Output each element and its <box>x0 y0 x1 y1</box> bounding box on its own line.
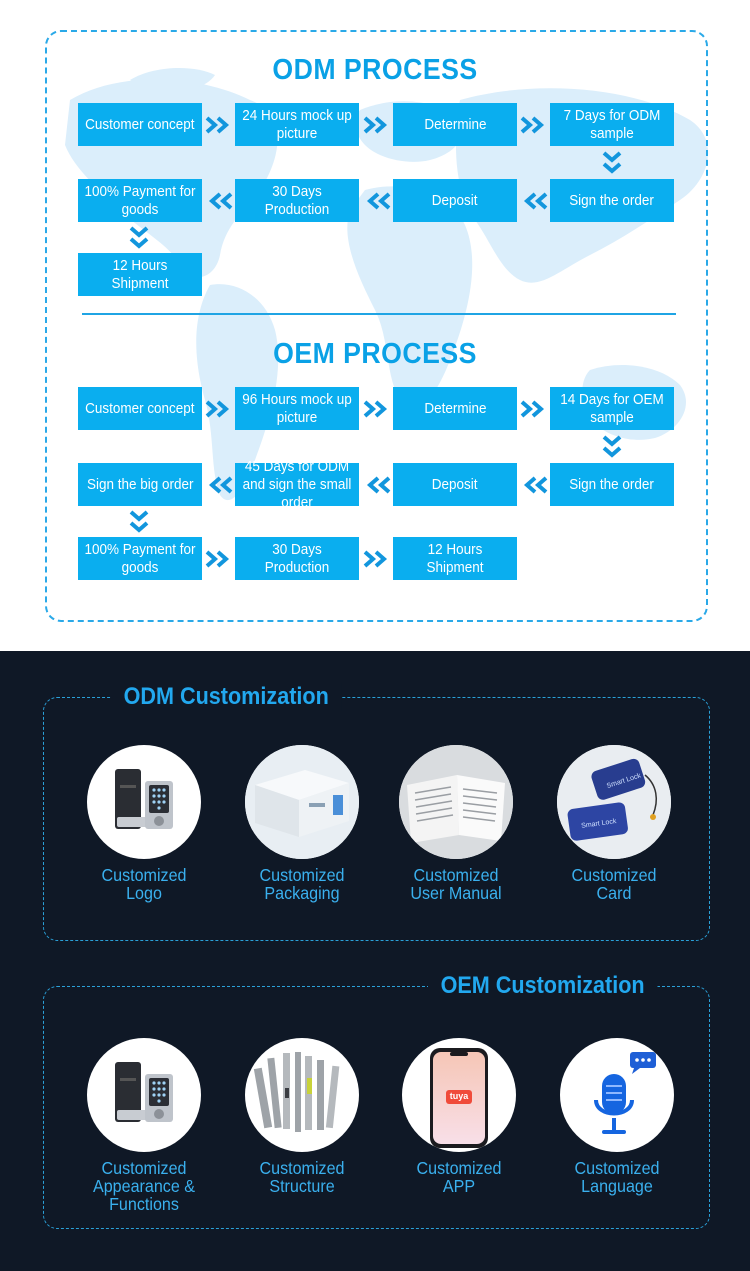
rfid-card-icon: Smart Lock Smart Lock <box>557 745 671 859</box>
oem-step-sign-order: Sign the order <box>550 463 674 506</box>
odm-step-sample: 7 Days for ODM sample <box>550 103 674 146</box>
oem-step-small-order: 45 Days for ODM and sign the small order <box>235 459 359 511</box>
chevron-right-icon <box>519 115 549 135</box>
item-label-line2: Language <box>581 1176 653 1196</box>
customization-section: ODM Customization Customized Logo <box>0 651 750 1271</box>
oem-customization-box <box>43 986 710 1229</box>
odm-item-logo: Customized Logo <box>59 745 229 902</box>
process-section: ODM PROCESS Customer concept 24 Hours mo… <box>45 30 709 622</box>
smart-lock-icon <box>87 745 201 859</box>
oem-step-production: 30 Days Production <box>235 537 359 580</box>
odm-step-deposit: Deposit <box>393 179 517 222</box>
item-label-line1: Customized <box>101 1158 187 1178</box>
packaging-box-icon <box>245 745 359 859</box>
odm-step-shipment: 12 Hours Shipment <box>78 253 202 296</box>
item-label-line2: User Manual <box>410 883 502 903</box>
item-label-line1: Customized <box>259 1158 345 1178</box>
oem-item-language: Customized Language <box>532 1038 702 1195</box>
item-label-line1: Customized <box>413 865 499 885</box>
chevron-left-icon <box>362 475 392 495</box>
chevron-right-icon <box>362 549 392 569</box>
process-frame <box>45 30 708 622</box>
item-label-line2: APP <box>442 1176 476 1196</box>
item-label-line1: Customized <box>574 1158 660 1178</box>
tuya-phone-icon: tuya <box>402 1038 516 1152</box>
oem-customization-title: OEM Customization <box>428 972 658 1000</box>
item-label-line2: Structure <box>269 1176 335 1196</box>
oem-step-mock-up: 96 Hours mock up picture <box>235 387 359 430</box>
odm-step-payment: 100% Payment for goods <box>78 179 202 222</box>
oem-step-shipment: 12 Hours Shipment <box>393 537 517 580</box>
odm-item-card: Smart Lock Smart Lock Customized Card <box>529 745 699 902</box>
smart-lock-icon <box>87 1038 201 1152</box>
oem-step-determine: Determine <box>393 387 517 430</box>
chevron-right-icon <box>204 549 234 569</box>
chevron-down-icon <box>127 225 151 251</box>
chevron-left-icon <box>204 191 234 211</box>
chevron-left-icon <box>519 191 549 211</box>
odm-step-determine: Determine <box>393 103 517 146</box>
oem-step-big-order: Sign the big order <box>78 463 202 506</box>
item-label-line1: Customized <box>101 865 187 885</box>
oem-item-structure: Customized Structure <box>217 1038 387 1195</box>
item-label-line2: Card <box>596 883 632 903</box>
chevron-down-icon <box>127 509 151 535</box>
odm-step-customer-concept: Customer concept <box>78 103 202 146</box>
oem-step-payment: 100% Payment for goods <box>78 537 202 580</box>
odm-process-title: ODM PROCESS <box>272 54 478 86</box>
chevron-left-icon <box>204 475 234 495</box>
section-divider <box>82 313 676 315</box>
user-manual-icon <box>399 745 513 859</box>
odm-step-production: 30 Days Production <box>235 179 359 222</box>
chevron-right-icon <box>362 115 392 135</box>
chevron-right-icon <box>362 399 392 419</box>
chevron-right-icon <box>204 399 234 419</box>
svg-text:Smart Lock: Smart Lock <box>581 818 618 830</box>
item-label-line2: Appearance & Functions <box>92 1176 196 1214</box>
odm-step-mock-up: 24 Hours mock up picture <box>235 103 359 146</box>
item-label-line1: Customized <box>416 1158 502 1178</box>
item-label-line1: Customized <box>259 865 345 885</box>
chevron-left-icon <box>519 475 549 495</box>
chevron-right-icon <box>204 115 234 135</box>
app-logo-text: tuya <box>449 1091 469 1101</box>
odm-customization-box <box>43 697 710 941</box>
lock-parts-icon <box>245 1038 359 1152</box>
item-label-line2: Logo <box>126 883 162 903</box>
oem-item-appearance: Customized Appearance & Functions <box>59 1038 229 1213</box>
oem-item-app: tuya Customized APP <box>374 1038 544 1195</box>
oem-step-sample: 14 Days for OEM sample <box>550 387 674 430</box>
odm-item-packaging: Customized Packaging <box>217 745 387 902</box>
chevron-right-icon <box>519 399 549 419</box>
odm-item-user-manual: Customized User Manual <box>371 745 541 902</box>
chevron-down-icon <box>600 434 624 460</box>
item-label-line2: Packaging <box>264 883 340 903</box>
item-label-line1: Customized <box>571 865 657 885</box>
oem-step-deposit: Deposit <box>393 463 517 506</box>
odm-customization-title: ODM Customization <box>111 683 342 711</box>
chevron-left-icon <box>362 191 392 211</box>
chevron-down-icon <box>600 150 624 176</box>
oem-process-title: OEM PROCESS <box>273 338 477 370</box>
odm-step-sign-order: Sign the order <box>550 179 674 222</box>
microphone-icon <box>560 1038 674 1152</box>
oem-step-customer-concept: Customer concept <box>78 387 202 430</box>
